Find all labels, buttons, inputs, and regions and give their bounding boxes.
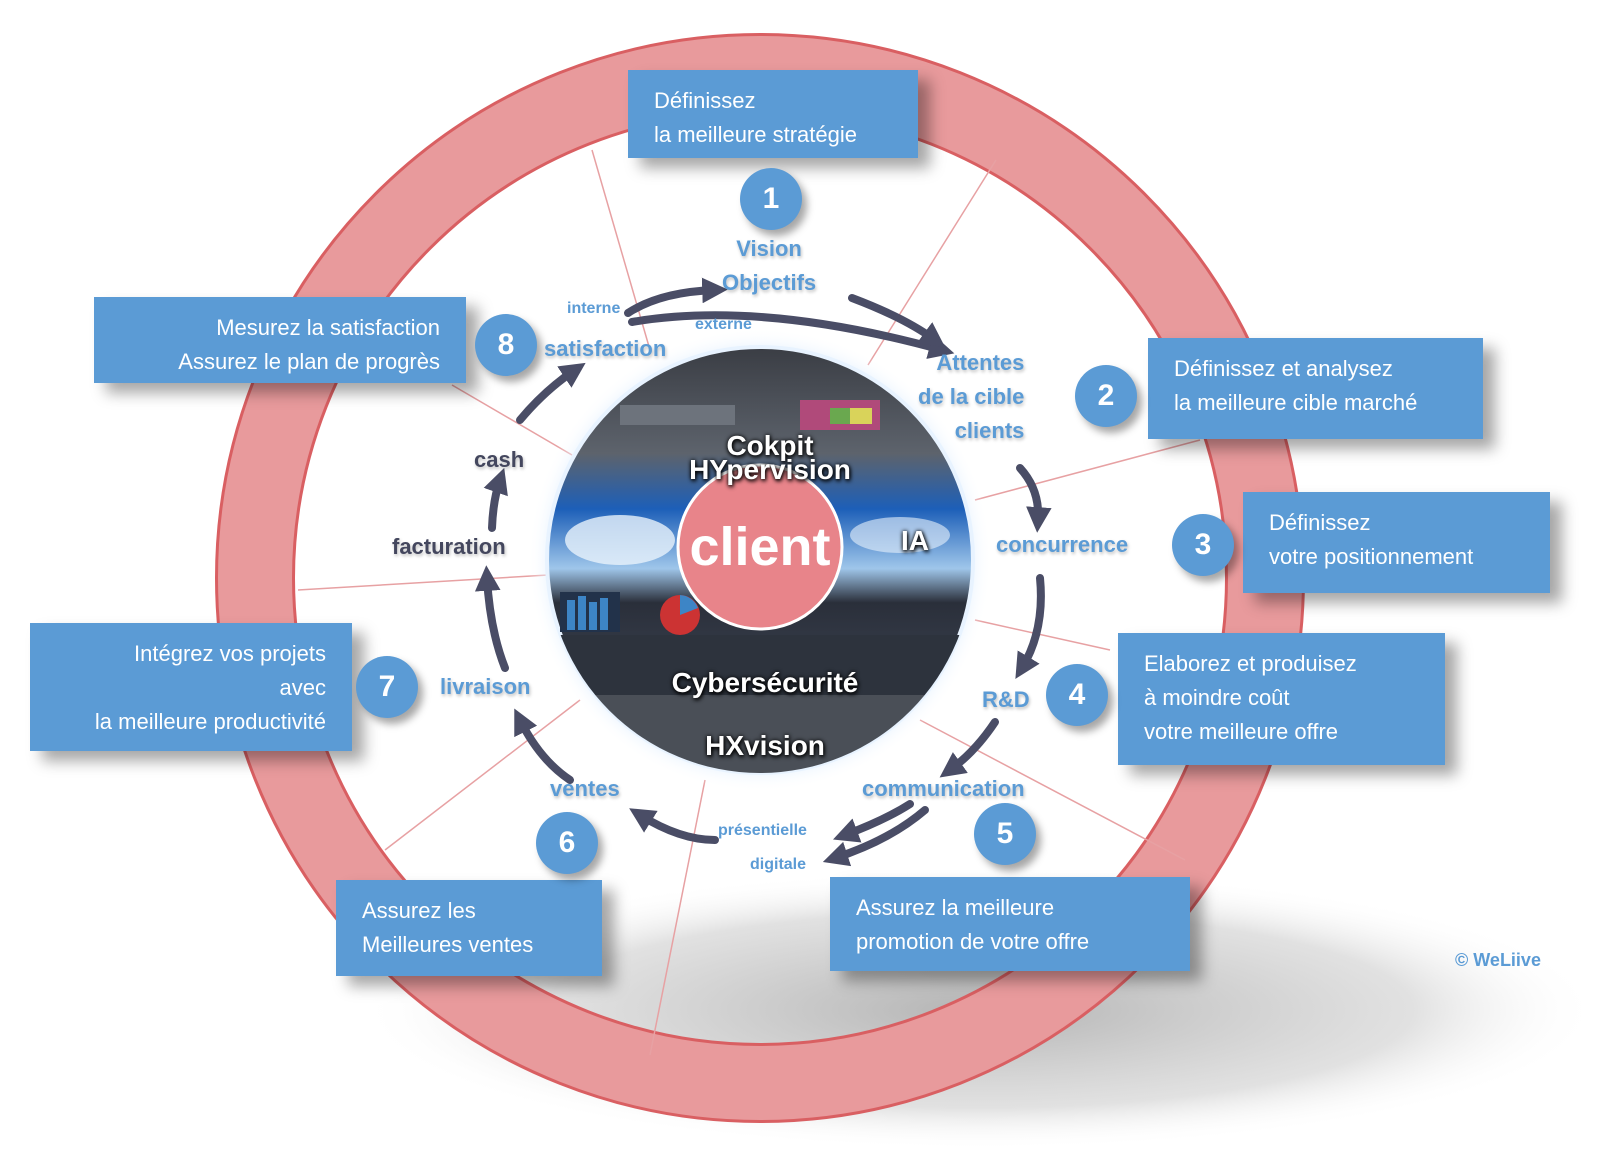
hypervision-label: HYpervision <box>689 454 851 485</box>
step-number-3: 3 <box>1172 514 1234 576</box>
stage-interne: interne <box>567 300 621 317</box>
box-4-offre: Elaborez et produisez à moindre coût vot… <box>1118 633 1445 765</box>
box-7-productivite: Intégrez vos projets avec la meilleure p… <box>30 623 352 751</box>
step-number-5: 5 <box>974 803 1036 865</box>
stage-cash: cash <box>474 447 525 472</box>
box-8-satisfaction: Mesurez la satisfaction Assurez le plan … <box>94 297 466 383</box>
client-label: client <box>689 517 831 577</box>
box-3-positionnement: Définissez votre positionnement <box>1243 492 1550 593</box>
ia-label: IA <box>901 525 929 556</box>
stage-vision: Vision Objectifs <box>722 236 817 295</box>
box-6-ventes: Assurez les Meilleures ventes <box>336 880 602 976</box>
stage-ventes: ventes <box>550 776 620 801</box>
stage-presentielle: présentielle <box>718 822 807 839</box>
cockpit-details <box>547 400 973 773</box>
stage-communication: communication <box>862 776 1025 801</box>
step-number-8: 8 <box>475 314 537 376</box>
box-2-cible: Définissez et analysez la meilleure cibl… <box>1148 338 1483 439</box>
step-number-7: 7 <box>356 656 418 718</box>
step-number-4: 4 <box>1046 664 1108 726</box>
stage-facturation: facturation <box>392 534 506 559</box>
stage-attentes: Attentes de la cible clients <box>918 350 1025 443</box>
stage-digitale: digitale <box>750 856 807 873</box>
cokpit-label: Cokpit <box>726 430 814 461</box>
step-number-2: 2 <box>1075 365 1137 427</box>
hxvision-label: HXvision <box>705 730 825 761</box>
cybersecurite-label: Cybersécurité <box>671 667 859 698</box>
box-5-promotion: Assurez la meilleure promotion de votre … <box>830 877 1190 971</box>
box-1-strategie: Définissez la meilleure stratégie <box>628 70 918 158</box>
step-number-1: 1 <box>740 168 802 230</box>
step-number-6: 6 <box>536 812 598 874</box>
cycle-arrows <box>474 277 1052 867</box>
stage-externe: externe <box>695 316 752 333</box>
stage-rd: R&D <box>982 687 1030 712</box>
stage-satisfaction: satisfaction <box>544 336 667 361</box>
stage-livraison: livraison <box>440 674 531 699</box>
stage-concurrence: concurrence <box>996 532 1129 557</box>
client-circle <box>676 463 844 631</box>
copyright-label: © WeLiive <box>1455 950 1541 970</box>
